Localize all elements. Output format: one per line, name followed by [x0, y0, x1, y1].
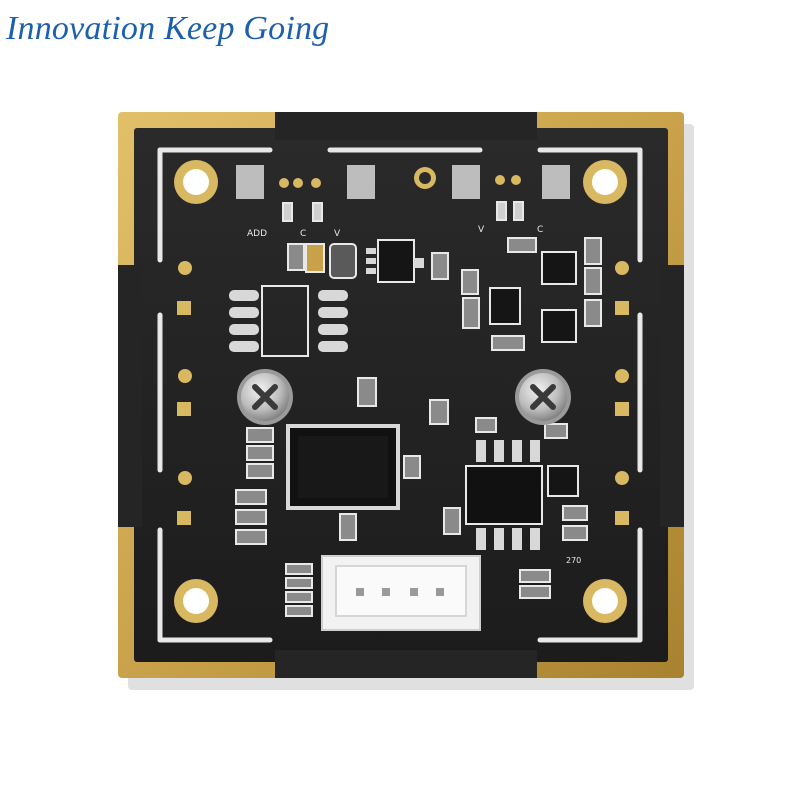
silkscreen-labels: ADD C V V C 270: [247, 225, 581, 565]
silk-label-c2: C: [537, 225, 543, 235]
inductor: [329, 243, 357, 279]
silk-label-add: ADD: [247, 229, 267, 239]
screw-left: [237, 369, 293, 425]
top-left-pads: [236, 165, 436, 222]
screw-right: [515, 369, 571, 425]
transistors: [489, 251, 579, 497]
side-pads: [177, 261, 629, 525]
main-controller-chip: [286, 424, 400, 510]
flash-chip: [465, 440, 543, 550]
slogan-overlay: Innovation Keep Going: [6, 10, 330, 47]
silk-label-c1: C: [300, 229, 306, 239]
usb-connector: [321, 555, 481, 631]
regulator-chip: [366, 239, 424, 283]
mounting-holes: [174, 160, 627, 623]
smd-components: [235, 237, 602, 617]
silk-label-270: 270: [566, 556, 581, 565]
top-right-pads: [452, 165, 570, 221]
silk-label-v2: V: [478, 225, 485, 235]
sensor-footprint: [229, 285, 348, 357]
silk-label-v1: V: [334, 229, 341, 239]
silkscreen-frame: [157, 147, 643, 643]
